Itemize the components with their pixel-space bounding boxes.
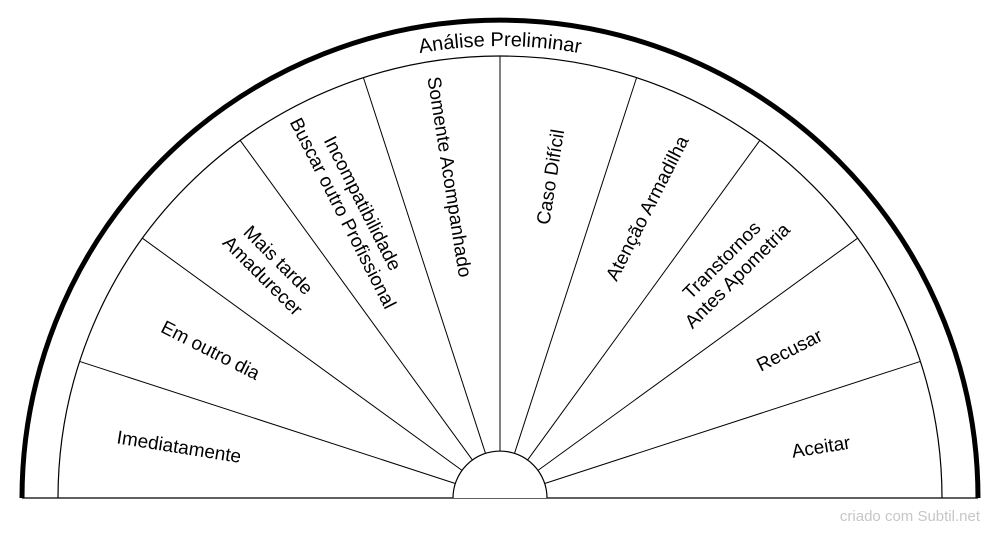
divider-line <box>362 77 486 454</box>
segment-label: Atenção Armadilha <box>602 132 693 284</box>
segment-label-line: Aceitar <box>790 433 852 463</box>
chart-title-text: Análise Preliminar <box>417 29 583 58</box>
segment-label-line: Imediatamente <box>115 427 242 467</box>
divider-line <box>142 237 463 471</box>
segment-label: Aceitar <box>790 433 852 463</box>
credit-text: criado com Subtil.net <box>839 508 980 525</box>
segment-label: Em outro dia <box>157 317 263 385</box>
segment-label-line: Atenção Armadilha <box>602 132 693 284</box>
divider-line <box>544 360 921 484</box>
segment-label-line: Recusar <box>754 325 827 376</box>
divider-line <box>527 140 761 461</box>
chart-title: Análise Preliminar <box>417 29 583 58</box>
segment-label-line: Em outro dia <box>157 317 263 385</box>
segment-label: TranstornosAntes Apometria <box>666 204 795 333</box>
divider-line <box>514 77 638 454</box>
divider-lines <box>79 56 921 484</box>
segment-label: Imediatamente <box>115 427 242 467</box>
segment-label-line: Caso Difícil <box>533 128 569 226</box>
divider-line <box>537 237 858 471</box>
divider-line <box>79 360 456 484</box>
center-hub <box>452 450 548 499</box>
segment-label: Recusar <box>754 325 827 376</box>
segment-label: Somente Acompanhado <box>422 75 474 279</box>
segment-label: Caso Difícil <box>533 128 569 226</box>
outer-arc <box>19 17 981 499</box>
divider-line <box>239 140 473 461</box>
segment-label-line: Somente Acompanhado <box>422 75 474 279</box>
